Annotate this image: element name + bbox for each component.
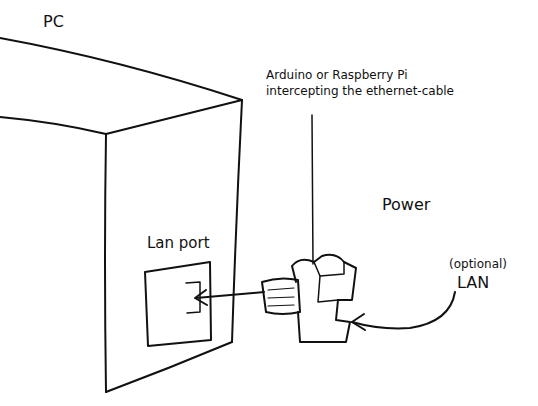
- lan-arrowhead: [352, 314, 365, 330]
- pc-corner-edge: [105, 134, 106, 392]
- pc-top-edge: [0, 38, 242, 100]
- device-label: Arduino or Raspberry Pi intercepting the…: [266, 68, 458, 99]
- pc-top-right-edge: [106, 100, 242, 134]
- plug-arrowhead: [195, 290, 207, 305]
- device-top: [314, 262, 344, 276]
- plug-arrow: [196, 292, 264, 298]
- device-body: [292, 255, 356, 342]
- device-face: [318, 276, 338, 302]
- lan-label: LAN: [457, 273, 489, 294]
- plug-lines: [268, 288, 294, 306]
- lan-port: [145, 262, 211, 346]
- pc-back-edge: [232, 100, 242, 342]
- optional-note: (optional): [449, 257, 507, 273]
- port-label: Lan port: [147, 234, 210, 254]
- lan-cable-arrow: [352, 292, 455, 328]
- pc-front-edge: [0, 117, 106, 134]
- leader-line: [312, 115, 313, 264]
- power-label: Power: [382, 195, 430, 216]
- pc-bottom-edge: [106, 342, 232, 392]
- pc-label: PC: [43, 12, 64, 33]
- ethernet-plug: [262, 278, 300, 314]
